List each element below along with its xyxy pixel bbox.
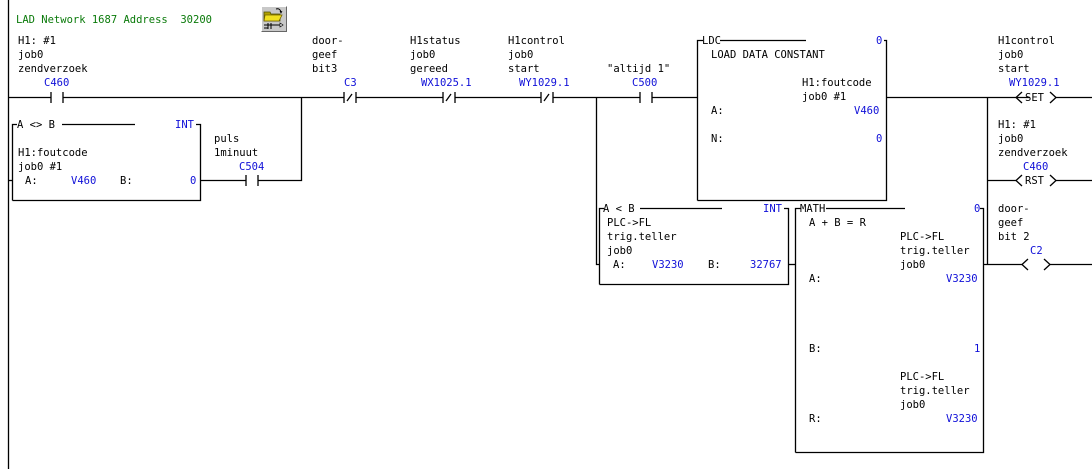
contact-address: WY1029.1 — [519, 77, 570, 89]
contact-label: 1minuut — [214, 147, 258, 159]
contact-label: H1control — [508, 35, 565, 47]
coil-set-wy1029[interactable]: H1control job0 start WY1029.1 SET — [998, 35, 1060, 104]
coil-label: zendverzoek — [998, 147, 1068, 159]
compare-datatype: INT — [175, 119, 195, 131]
ldc-a-label: A: — [711, 105, 724, 117]
network-title: LAD Network 1687 Address 30200 — [16, 14, 212, 26]
coil-c2[interactable]: door- geef bit 2 C2 — [998, 203, 1051, 271]
math-box[interactable]: MATH 0 A + B = R PLC->FL trig.teller job… — [794, 203, 985, 454]
open-folder-network-icon — [263, 8, 284, 29]
compare-b-value: 0 — [190, 175, 196, 187]
coil-label: H1control — [998, 35, 1055, 47]
coil-label: job0 — [998, 49, 1023, 61]
contact-c460[interactable]: H1: #1 job0 zendverzoek C460 — [18, 35, 88, 103]
coil-label: job0 — [998, 133, 1023, 145]
ldc-corner: 0 — [876, 35, 882, 47]
ldc-n-value: 0 — [876, 133, 882, 145]
compare-b-label: B: — [708, 259, 721, 271]
compare-a-label: A: — [613, 259, 626, 271]
coil-symbol: SET — [1025, 92, 1045, 104]
math-r-label-text: trig.teller — [900, 385, 970, 397]
contact-label: start — [508, 63, 540, 75]
math-a-label: A: — [809, 273, 822, 285]
contact-address: C460 — [44, 77, 69, 89]
contact-label: job0 — [18, 49, 43, 61]
contact-label: puls — [214, 133, 239, 145]
ldc-subtitle: LOAD DATA CONSTANT — [711, 49, 825, 61]
coil-label: H1: #1 — [998, 119, 1036, 131]
coil-label: start — [998, 63, 1030, 75]
math-r-label: R: — [809, 413, 822, 425]
ldc-label: H1:foutcode — [802, 77, 872, 89]
contact-label: bit3 — [312, 63, 337, 75]
compare-b-label: B: — [120, 175, 133, 187]
coil-rst-c460[interactable]: H1: #1 job0 zendverzoek C460 RST — [998, 119, 1068, 187]
compare-label: PLC->FL — [607, 217, 651, 229]
ldc-title: LDC — [702, 35, 721, 47]
contact-label: gereed — [410, 63, 448, 75]
contact-label: H1: #1 — [18, 35, 56, 47]
compare-a-value: V460 — [71, 175, 96, 187]
coil-label: door- — [998, 203, 1030, 215]
contact-address: WX1025.1 — [421, 77, 472, 89]
math-a-value: V3230 — [946, 273, 978, 285]
math-corner: 0 — [974, 203, 980, 215]
contact-label: H1status — [410, 35, 461, 47]
coil-label: geef — [998, 217, 1023, 229]
compare-title: A <> B — [17, 119, 55, 131]
compare-title: A < B — [603, 203, 635, 215]
contact-label: "altijd 1" — [607, 63, 670, 75]
contact-address: C3 — [344, 77, 357, 89]
math-title: MATH — [800, 203, 825, 215]
compare-datatype: INT — [763, 203, 783, 215]
ldc-n-label: N: — [711, 133, 724, 145]
contact-label: geef — [312, 49, 337, 61]
open-network-button[interactable] — [261, 6, 287, 32]
coil-label: bit 2 — [998, 231, 1030, 243]
contact-c504[interactable]: puls 1minuut C504 — [214, 133, 264, 186]
math-b-label: B: — [809, 343, 822, 355]
contact-label: job0 — [410, 49, 435, 61]
contact-address: C504 — [239, 161, 264, 173]
compare-ne-box[interactable]: A <> B INT H1:foutcode job0 #1 A: V460 B… — [11, 119, 202, 202]
ldc-a-value: V460 — [854, 105, 879, 117]
math-a-label-text: PLC->FL — [900, 231, 944, 243]
math-r-label-text: PLC->FL — [900, 371, 944, 383]
contact-c500[interactable]: "altijd 1" C500 — [607, 63, 670, 103]
coil-address: WY1029.1 — [1009, 77, 1060, 89]
compare-a-label: A: — [25, 175, 38, 187]
compare-b-value: 32767 — [750, 259, 782, 271]
compare-label: job0 #1 — [18, 161, 62, 173]
contact-address: C500 — [632, 77, 657, 89]
math-a-label-text: job0 — [900, 259, 925, 271]
math-r-value: V3230 — [946, 413, 978, 425]
contact-wy1029-nc[interactable]: H1control job0 start WY1029.1 — [508, 35, 570, 103]
coil-symbol: RST — [1025, 175, 1045, 187]
contact-label: job0 — [508, 49, 533, 61]
compare-a-value: V3230 — [652, 259, 684, 271]
compare-lt-box[interactable]: A < B INT PLC->FL trig.teller job0 A: V3… — [598, 203, 790, 286]
math-formula: A + B = R — [809, 217, 867, 229]
math-r-label-text: job0 — [900, 399, 925, 411]
contact-c3-nc[interactable]: door- geef bit3 C3 — [312, 35, 357, 103]
coil-address: C460 — [1023, 161, 1048, 173]
ldc-box[interactable]: LDC 0 LOAD DATA CONSTANT H1:foutcode job… — [696, 35, 888, 202]
compare-label: H1:foutcode — [18, 147, 88, 159]
coil-address: C2 — [1030, 245, 1043, 257]
math-a-label-text: trig.teller — [900, 245, 970, 257]
contact-label: door- — [312, 35, 344, 47]
ldc-label: job0 #1 — [802, 91, 846, 103]
contact-wx1025-nc[interactable]: H1status job0 gereed WX1025.1 — [410, 35, 472, 103]
compare-label: job0 — [607, 245, 632, 257]
math-b-value: 1 — [974, 343, 980, 355]
compare-label: trig.teller — [607, 231, 677, 243]
contact-label: zendverzoek — [18, 63, 88, 75]
